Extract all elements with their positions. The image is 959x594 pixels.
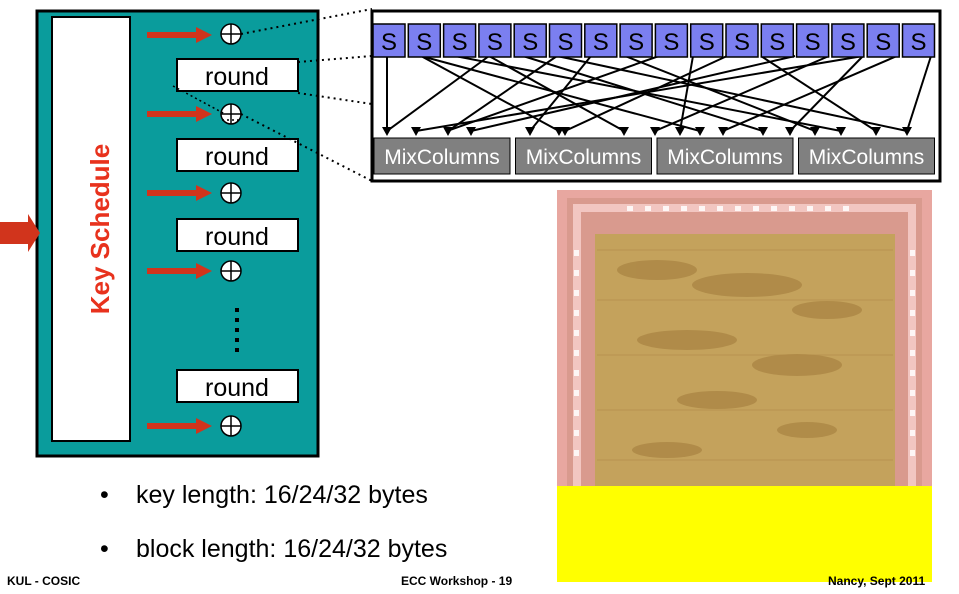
footer-left: KUL - COSIC: [7, 574, 80, 588]
round-label: round: [205, 63, 269, 91]
sbox-label: S: [734, 29, 750, 56]
round-label: round: [205, 374, 269, 402]
sbox-label: S: [416, 29, 432, 56]
xor-icon: [221, 416, 241, 436]
sbox: S: [444, 24, 476, 57]
mixcolumns-label: MixColumns: [384, 146, 500, 169]
mixcolumns-label: MixColumns: [667, 146, 783, 169]
sbox: S: [550, 24, 582, 57]
sbox-label: S: [840, 29, 856, 56]
xor-icon: [221, 24, 241, 44]
sbox-label: S: [663, 29, 679, 56]
mixcolumns-box: MixColumns: [799, 138, 935, 174]
mixcolumns-box: MixColumns: [516, 138, 652, 174]
sbox-label: S: [805, 29, 821, 56]
sbox-label: S: [452, 29, 468, 56]
xor-icon: [221, 104, 241, 124]
mixcolumns-box: MixColumns: [374, 138, 510, 174]
bullet-item: block length: 16/24/32 bytes: [100, 532, 447, 586]
mixcolumns-label: MixColumns: [809, 146, 925, 169]
bullet-list: key length: 16/24/32 bytes block length:…: [100, 478, 447, 586]
sbox-label: S: [381, 29, 397, 56]
mixcolumns-box: MixColumns: [657, 138, 793, 174]
chip-die-photo: [557, 190, 932, 582]
key-schedule-label: Key Schedule: [85, 144, 115, 315]
chip-die: [557, 190, 932, 486]
sbox-label: S: [628, 29, 644, 56]
round-label: round: [205, 223, 269, 251]
sbox-label: S: [699, 29, 715, 56]
sbox: S: [373, 24, 405, 57]
sbox: S: [832, 24, 864, 57]
sbox: S: [620, 24, 652, 57]
sbox: S: [514, 24, 546, 57]
round-label: round: [205, 143, 269, 171]
chip-overlay-yellow: [557, 486, 932, 582]
sbox: S: [797, 24, 829, 57]
sbox-label: S: [875, 29, 891, 56]
xor-icon: [221, 261, 241, 281]
sbox-label: S: [522, 29, 538, 56]
sbox: S: [479, 24, 511, 57]
footer-center: ECC Workshop - 19: [401, 574, 512, 588]
sbox: S: [903, 24, 935, 57]
mixcolumns-label: MixColumns: [526, 146, 642, 169]
sbox-label: S: [487, 29, 503, 56]
sbox-label: S: [557, 29, 573, 56]
sbox-label: S: [769, 29, 785, 56]
sbox: S: [655, 24, 687, 57]
chip-die-drawing: [557, 190, 932, 486]
sbox: S: [761, 24, 793, 57]
xor-icon: [221, 183, 241, 203]
sbox: S: [726, 24, 758, 57]
sbox-label: S: [593, 29, 609, 56]
sbox: S: [691, 24, 723, 57]
sbox: S: [585, 24, 617, 57]
sbox: S: [408, 24, 440, 57]
sbox: S: [867, 24, 899, 57]
bullet-item: key length: 16/24/32 bytes: [100, 478, 447, 532]
input-arrow: [0, 214, 40, 252]
sbox-label: S: [910, 29, 926, 56]
footer-right: Nancy, Sept 2011: [828, 574, 925, 588]
